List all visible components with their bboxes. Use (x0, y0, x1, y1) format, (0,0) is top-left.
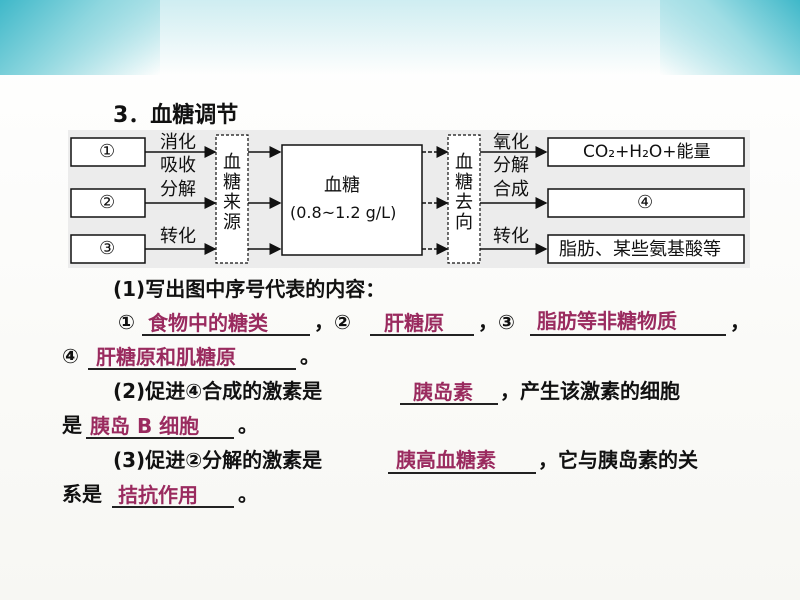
q1-blank-4 (88, 368, 296, 370)
q3-answer-2: 拮抗作用 (118, 483, 198, 507)
diagram-lines (70, 134, 745, 264)
right-box-1 (547, 137, 745, 167)
q1-end: 。 (300, 344, 320, 368)
center-range: (0.8~1.2 g/L) (290, 203, 397, 222)
q2-end: 。 (238, 413, 258, 437)
sink-label-convert: 转化 (493, 226, 529, 247)
q1-num-1: ① (118, 310, 135, 334)
blood-sugar-diagram: ① ② ③ 消化 吸收 分解 转化 血糖来源 血糖 (0.8~1.2 g/L) … (68, 130, 750, 268)
center-title: 血糖 (324, 175, 360, 196)
right-box-2 (547, 188, 745, 218)
left-box-2-label: ② (99, 192, 116, 213)
q2-answer-2: 胰岛 B 细胞 (90, 414, 200, 438)
sink-label-oxidize: 氧化 (493, 132, 529, 153)
section-title: 3．血糖调节 (113, 103, 239, 128)
q1-sep-1: ，② (314, 310, 351, 334)
q3-end: 。 (238, 482, 258, 506)
right-box-2-label: ④ (637, 192, 654, 213)
q2-answer-1: 胰岛素 (413, 380, 473, 404)
q1-blank-1 (142, 334, 310, 336)
q1-blank-2 (370, 334, 474, 336)
q2-prompt: (2)促进④合成的激素是 (113, 379, 323, 403)
q1-sep-3: ， (730, 310, 750, 334)
sink-label-synthesize: 合成 (493, 179, 529, 200)
q3-answer-1: 胰高血糖素 (396, 448, 496, 472)
q1-sep-2: ，③ (478, 310, 515, 334)
sink-title: 血糖去向 (452, 152, 473, 232)
right-box-3-label: 脂肪、某些氨基酸等 (559, 239, 721, 260)
center-box (281, 144, 423, 256)
source-label-convert: 转化 (160, 226, 196, 247)
sink-label-decompose: 分解 (493, 155, 529, 176)
corner-decoration-left (0, 0, 160, 75)
q1-num-4: ④ (62, 344, 79, 368)
q1-answer-3: 脂肪等非糖物质 (537, 309, 677, 333)
source-label-decompose: 分解 (160, 179, 196, 200)
q3-prefix-2: 系是 (62, 482, 102, 506)
q2-blank-2 (86, 437, 234, 439)
q1-answer-2: 肝糖原 (384, 311, 444, 335)
left-box-3-label: ③ (99, 238, 116, 259)
q1-answer-1: 食物中的糖类 (148, 311, 268, 335)
q3-prompt: (3)促进②分解的激素是 (113, 448, 323, 472)
left-box-1 (70, 137, 146, 167)
q1-prompt: (1)写出图中序号代表的内容： (113, 277, 386, 301)
q2-mid: ，产生该激素的细胞 (500, 379, 680, 403)
q1-blank-3 (530, 334, 726, 336)
q3-mid: ，它与胰岛素的关 (538, 448, 698, 472)
q2-blank-1 (400, 403, 498, 405)
right-box-3 (547, 234, 745, 264)
source-label-absorb: 吸收 (160, 155, 196, 176)
q3-blank-2 (112, 506, 234, 508)
source-label-digest: 消化 (160, 132, 196, 153)
corner-decoration-right (660, 0, 800, 75)
source-box (215, 134, 249, 264)
right-box-1-label: CO₂+H₂O+能量 (583, 142, 711, 162)
q3-blank-1 (388, 472, 536, 474)
sink-box (447, 134, 481, 264)
left-box-1-label: ① (99, 141, 116, 162)
source-title: 血糖来源 (220, 152, 241, 232)
q2-prefix-2: 是 (62, 413, 82, 437)
q1-answer-4: 肝糖原和肌糖原 (96, 345, 236, 369)
